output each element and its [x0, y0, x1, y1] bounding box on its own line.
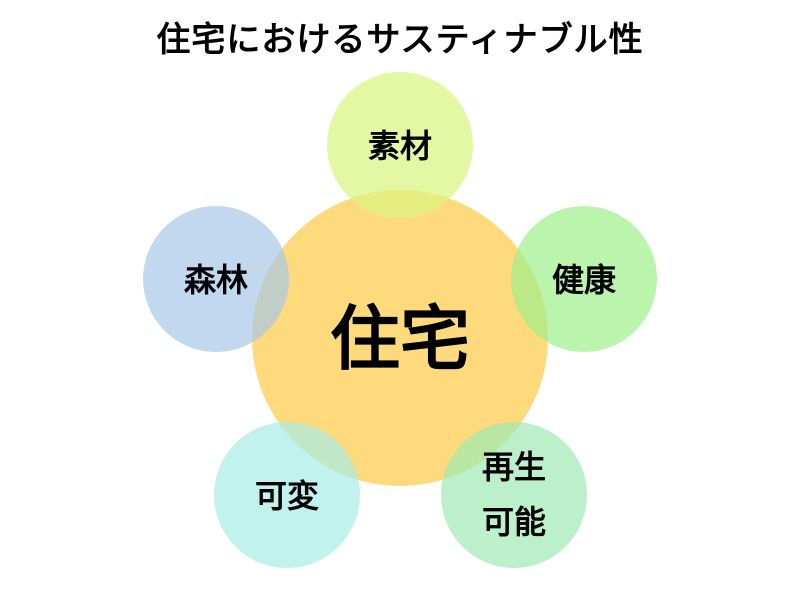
circle-kenko [511, 206, 657, 352]
circle-sozai [327, 72, 473, 218]
circle-kahen [214, 422, 360, 568]
label-saisei-line2: 可能 [482, 503, 546, 541]
label-shinrin: 森林 [184, 261, 248, 299]
circle-shinrin [143, 206, 289, 352]
diagram-title: 住宅におけるサスティナブル性 [156, 20, 644, 60]
center-circle [252, 190, 548, 486]
label-kenko: 健康 [552, 261, 617, 299]
label-saisei-line1: 再生 [482, 448, 546, 486]
label-kahen: 可変 [255, 477, 319, 515]
circle-saisei [441, 422, 587, 568]
center-label: 住宅 [330, 298, 470, 380]
label-sozai: 素材 [368, 127, 432, 165]
